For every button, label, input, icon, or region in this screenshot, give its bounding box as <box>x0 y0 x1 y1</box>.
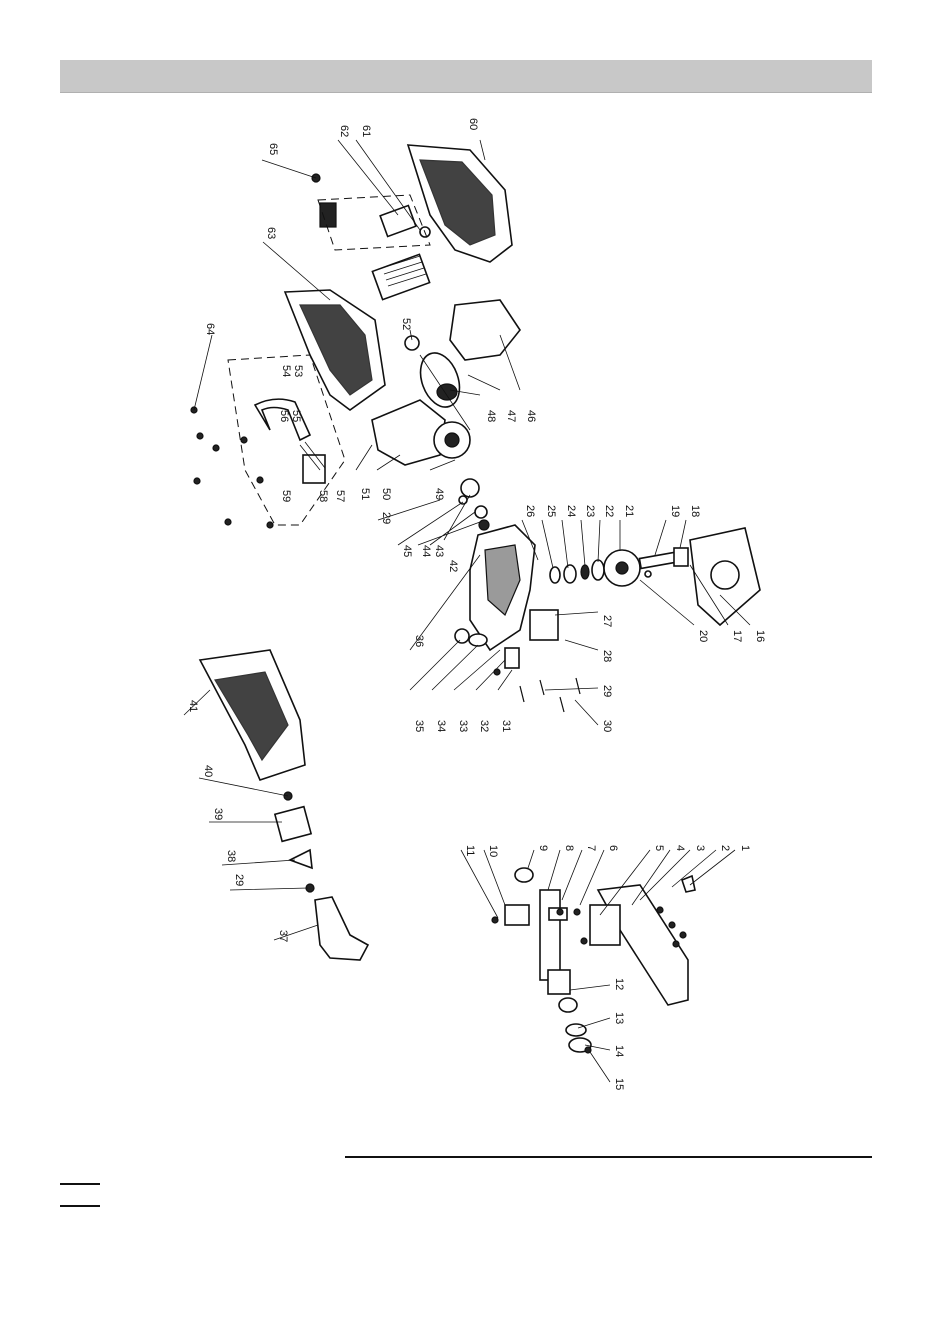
callout-53: 53 <box>292 365 304 377</box>
callout-34: 34 <box>435 720 447 732</box>
switch-assembly <box>320 203 430 237</box>
callout-47: 47 <box>505 410 517 422</box>
callout-29-upper: 29 <box>380 512 392 524</box>
callout-35: 35 <box>413 720 425 732</box>
callout-10: 10 <box>487 845 499 857</box>
callout-12: 12 <box>613 978 625 990</box>
callout-51: 51 <box>359 488 371 500</box>
front-cover-41 <box>200 650 305 780</box>
callout-2: 2 <box>719 845 731 851</box>
callout-57: 57 <box>334 490 346 502</box>
callout-6: 6 <box>607 845 619 851</box>
spring-plate-38 <box>290 850 312 868</box>
callout-63: 63 <box>265 227 277 239</box>
lever-39-40 <box>275 792 311 841</box>
callout-49: 49 <box>433 488 445 500</box>
screws-64 <box>191 407 273 528</box>
callout-45: 45 <box>401 545 413 557</box>
callout-15: 15 <box>613 1078 625 1090</box>
callout-3: 3 <box>694 845 706 851</box>
callout-1: 1 <box>739 845 751 851</box>
footer-rule <box>345 1156 872 1158</box>
callout-54: 54 <box>280 365 292 377</box>
callout-16: 16 <box>754 630 766 642</box>
callout-43: 43 <box>433 545 445 557</box>
callout-33: 33 <box>457 720 469 732</box>
callout-28: 28 <box>601 650 613 662</box>
callout-26: 26 <box>524 505 536 517</box>
callout-23: 23 <box>584 505 596 517</box>
callout-18: 18 <box>689 505 701 517</box>
spindle-17-19 <box>639 548 688 577</box>
gear-housing <box>372 400 470 465</box>
callout-31: 31 <box>500 720 512 732</box>
callout-64: 64 <box>204 323 216 335</box>
callout-42: 42 <box>447 560 459 572</box>
callout-40: 40 <box>202 765 214 777</box>
shaft-assembly <box>505 868 591 1053</box>
callout-52: 52 <box>400 318 412 330</box>
callout-4: 4 <box>674 845 686 851</box>
callout-19: 19 <box>669 505 681 517</box>
callout-55: 55 <box>290 410 302 422</box>
callout-14: 14 <box>613 1045 625 1057</box>
callout-58: 58 <box>317 490 329 502</box>
callout-50: 50 <box>380 488 392 500</box>
callout-29-mid: 29 <box>601 685 613 697</box>
callout-7: 7 <box>585 845 597 851</box>
callout-36: 36 <box>413 635 425 647</box>
callout-25: 25 <box>545 505 557 517</box>
callout-8: 8 <box>563 845 575 851</box>
gear-case <box>470 525 535 650</box>
gear-20 <box>604 550 640 586</box>
callout-24: 24 <box>565 505 577 517</box>
callout-5a: 5 <box>653 845 665 851</box>
footer-mark-upper <box>60 1183 100 1185</box>
callout-11: 11 <box>464 845 476 856</box>
housing-half-front <box>285 290 385 410</box>
footer-mark-lower <box>60 1205 100 1207</box>
callout-22: 22 <box>603 505 615 517</box>
shoe-37 <box>315 897 368 960</box>
callout-9: 9 <box>537 845 549 851</box>
washers-42-45 <box>459 479 489 530</box>
housing-half-rear <box>408 145 512 262</box>
callout-32: 32 <box>478 720 490 732</box>
callout-60: 60 <box>467 118 479 130</box>
callout-39: 39 <box>212 808 224 820</box>
callout-61: 61 <box>360 125 372 137</box>
callout-62: 62 <box>338 125 350 137</box>
callout-21: 21 <box>623 505 635 517</box>
callout-44: 44 <box>420 545 432 557</box>
callout-20: 20 <box>697 630 709 642</box>
callout-29-left: 29 <box>233 874 245 886</box>
callout-38: 38 <box>225 850 237 862</box>
callout-59: 59 <box>280 490 292 502</box>
motor-bracket <box>450 300 520 360</box>
callout-65: 65 <box>267 143 279 155</box>
gasket-16 <box>690 528 760 625</box>
callout-46: 46 <box>525 410 537 422</box>
callout-17: 17 <box>731 630 743 642</box>
callout-48: 48 <box>485 410 497 422</box>
callout-56: 56 <box>278 410 290 422</box>
callout-37: 37 <box>277 930 289 942</box>
callout-30: 30 <box>601 720 613 732</box>
callout-27: 27 <box>601 615 613 627</box>
control-module <box>372 254 429 299</box>
gear-stack-21-26 <box>550 560 604 583</box>
callout-13: 13 <box>613 1012 625 1024</box>
screws-30 <box>520 678 580 712</box>
